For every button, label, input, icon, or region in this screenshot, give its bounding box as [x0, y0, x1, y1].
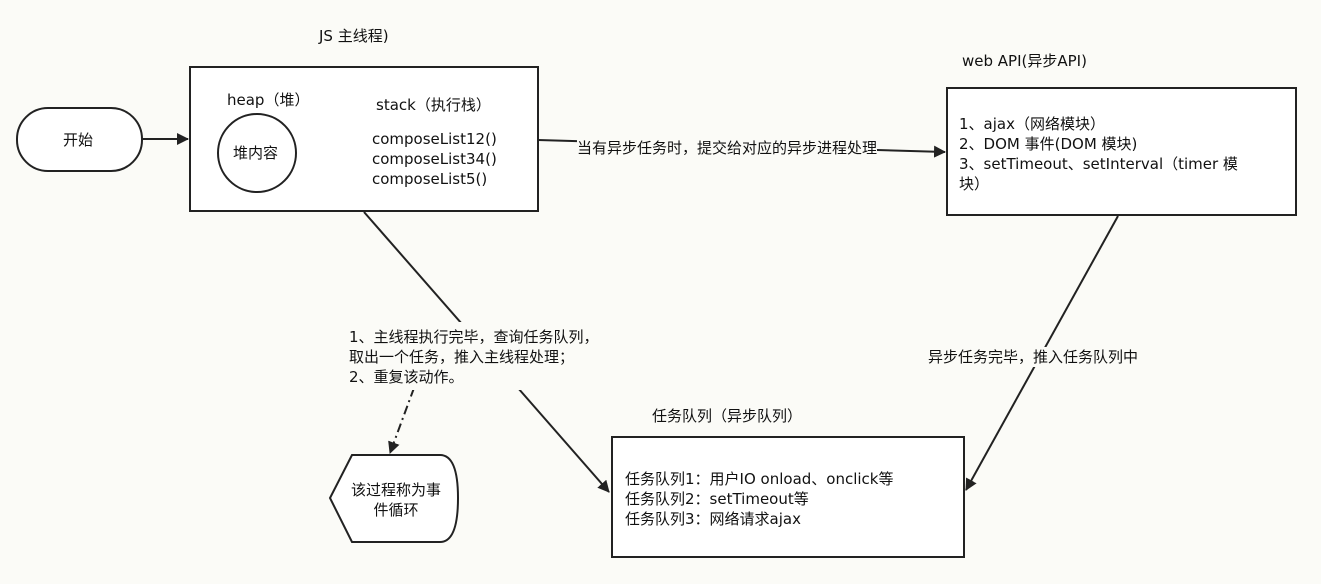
- start-label: 开始: [63, 131, 94, 149]
- task-queue-box: [611, 436, 965, 558]
- loop-note-line: 1、主线程执行完毕，查询任务队列，: [349, 328, 599, 346]
- stack-item: composeList5(): [372, 170, 488, 188]
- web-api-list: 1、ajax（网络模块） 2、DOM 事件(DOM 模块) 3、setTimeo…: [959, 114, 1238, 194]
- task-queue-line: 任务队列1：用户IO onload、onclick等: [625, 470, 894, 488]
- stack-item: composeList12(): [372, 130, 497, 148]
- web-api-line: 块）: [959, 175, 990, 193]
- arrow-loop-dashed: [388, 387, 415, 454]
- task-queue-list: 任务队列1：用户IO onload、onclick等 任务队列2：setTime…: [625, 469, 894, 529]
- loop-note-line: 取出一个任务，推入主线程处理；: [349, 348, 575, 366]
- web-api-line: 3、setTimeout、setInterval（timer 模: [959, 155, 1238, 173]
- event-loop-node: [328, 454, 460, 543]
- task-queue-line: 任务队列3：网络请求ajax: [625, 510, 801, 528]
- edge-label-to-task-queue: 异步任务完毕，推入任务队列中: [928, 347, 1139, 367]
- web-api-line: 1、ajax（网络模块）: [959, 115, 1105, 133]
- loop-note-line: 2、重复该动作。: [349, 368, 464, 386]
- event-loop-line: 件循环: [373, 501, 419, 519]
- stack-label: stack（执行栈）: [376, 96, 491, 114]
- event-loop-line: 该过程称为事: [350, 481, 441, 499]
- web-api-line: 2、DOM 事件(DOM 模块): [959, 135, 1138, 153]
- heap-circle: [217, 113, 297, 193]
- loop-note-bg: [343, 322, 625, 390]
- web-api-box: [946, 87, 1297, 216]
- stack-item: composeList34(): [372, 150, 497, 168]
- stack-list: composeList12() composeList34() composeL…: [372, 129, 497, 189]
- task-queue-line: 任务队列2：setTimeout等: [625, 490, 809, 508]
- heap-content: 堆内容: [233, 144, 279, 162]
- task-queue-title: 任务队列（异步队列）: [652, 407, 803, 425]
- main-thread-title: JS 主线程): [319, 27, 389, 45]
- event-loop-label: 该过程称为事 件循环: [346, 480, 446, 520]
- edge-label-to-web-api: 当有异步任务时，提交给对应的异步进程处理: [577, 138, 878, 158]
- heap-label: heap（堆）: [227, 91, 310, 109]
- loop-note: 1、主线程执行完毕，查询任务队列， 取出一个任务，推入主线程处理； 2、重复该动…: [349, 327, 599, 387]
- web-api-title: web API(异步API): [962, 52, 1087, 70]
